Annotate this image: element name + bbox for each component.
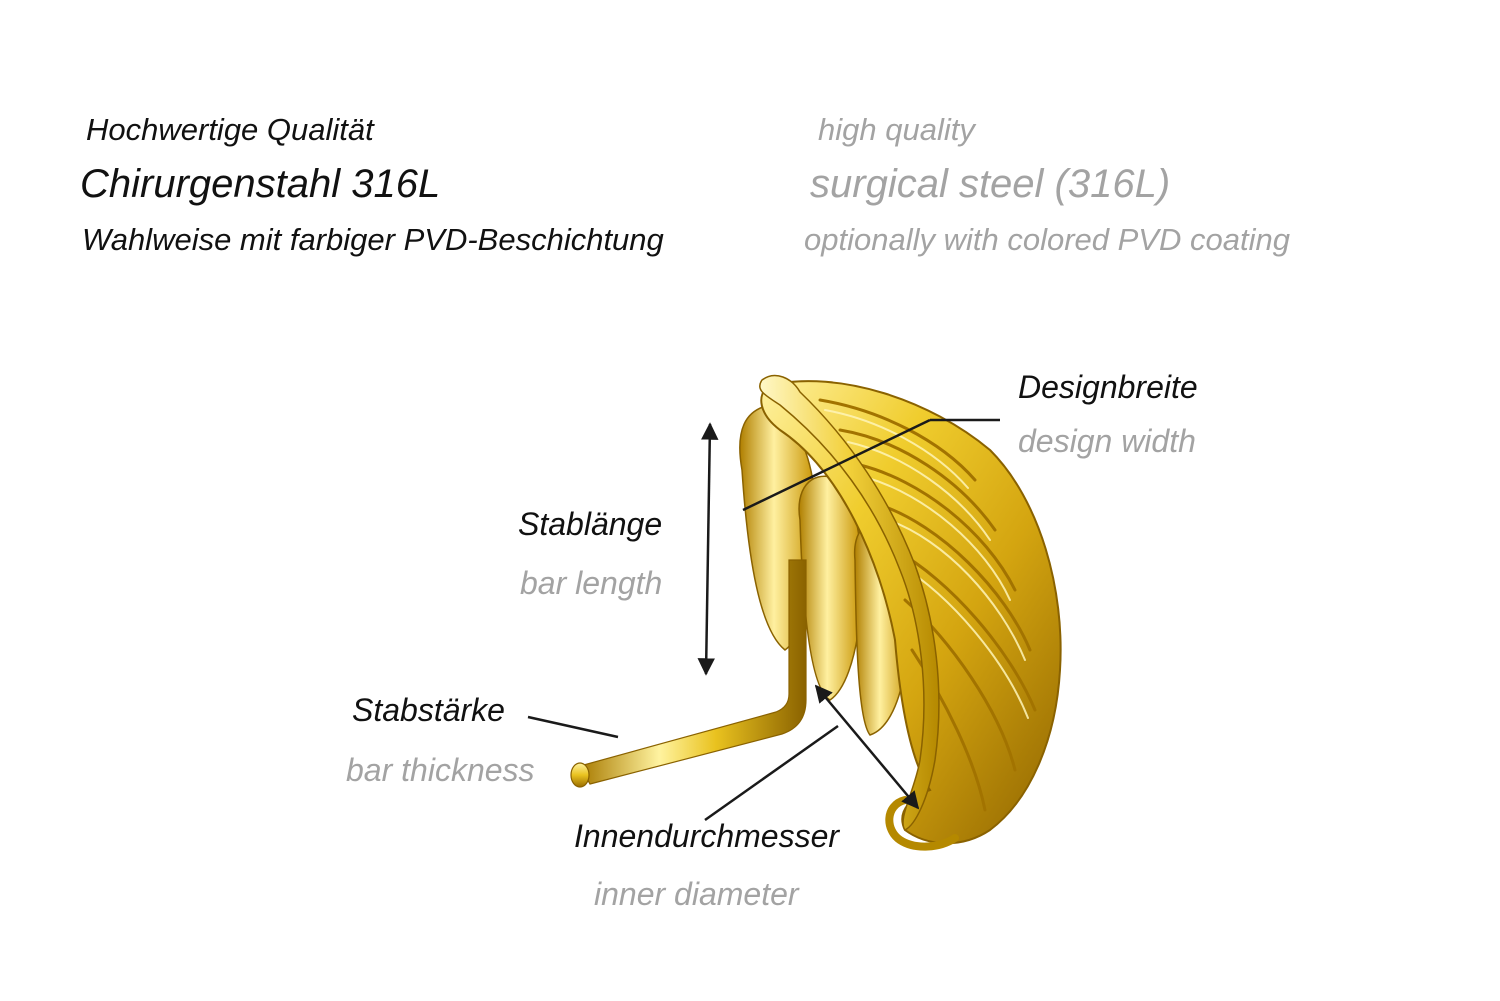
label-design-width-de: Designbreite: [1018, 369, 1198, 405]
header-material-en: surgical steel (316L): [810, 162, 1171, 206]
label-inner-diameter-en: inner diameter: [594, 876, 799, 912]
header-coating-en: optionally with colored PVD coating: [804, 222, 1290, 257]
design-width-pointer: [742, 418, 931, 512]
bar-length-arrow: [697, 422, 719, 676]
header-quality-en: high quality: [818, 112, 975, 147]
label-bar-length-de: Stablänge: [518, 506, 663, 542]
feather-design: [759, 374, 1062, 851]
header-coating-de: Wahlweise mit farbiger PVD-Beschichtung: [82, 222, 664, 257]
label-bar-thickness-en: bar thickness: [346, 752, 535, 788]
bar-thickness-pointer: [527, 715, 619, 739]
label-bar-length-en: bar length: [520, 565, 663, 601]
label-design-width-en: design width: [1018, 423, 1196, 459]
header-quality-de: Hochwertige Qualität: [86, 112, 374, 147]
inner-diameter-arrow: [814, 684, 920, 810]
measurement-lines: [527, 418, 1000, 822]
label-inner-diameter-de: Innendurchmesser: [574, 818, 840, 854]
nose-stud-bar: [570, 559, 807, 788]
inner-diameter-pointer: [704, 724, 839, 822]
header-material-de: Chirurgenstahl 316L: [80, 162, 441, 206]
label-bar-thickness-de: Stabstärke: [352, 692, 505, 728]
